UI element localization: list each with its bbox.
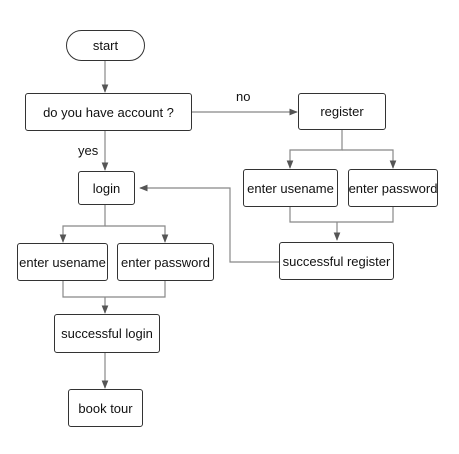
edge-label-yes: yes: [78, 143, 99, 158]
edge-regfields-merge: [289, 207, 394, 223]
login-node: login: [78, 171, 135, 205]
login-password-node: enter password: [117, 243, 214, 281]
edge-login-split: [59, 205, 106, 243]
question-node: do you have account ?: [25, 93, 192, 131]
start-node: start: [66, 30, 145, 61]
edge-label-no: no: [236, 89, 251, 104]
register-node: register: [298, 93, 386, 130]
register-password-node: enter password: [348, 169, 438, 207]
successful-login-node: successful login: [54, 314, 160, 353]
edge-loginfields-merge: [62, 281, 166, 298]
edge-register-split: [286, 130, 343, 169]
edge-successful-register-login: [139, 184, 279, 263]
edge-register-split-right: [342, 149, 397, 169]
book-tour-node: book tour: [68, 389, 143, 427]
successful-register-node: successful register: [279, 242, 394, 280]
edge-login-split-right: [105, 225, 169, 243]
login-username-node: enter usename: [17, 243, 108, 281]
register-username-node: enter usename: [243, 169, 338, 207]
